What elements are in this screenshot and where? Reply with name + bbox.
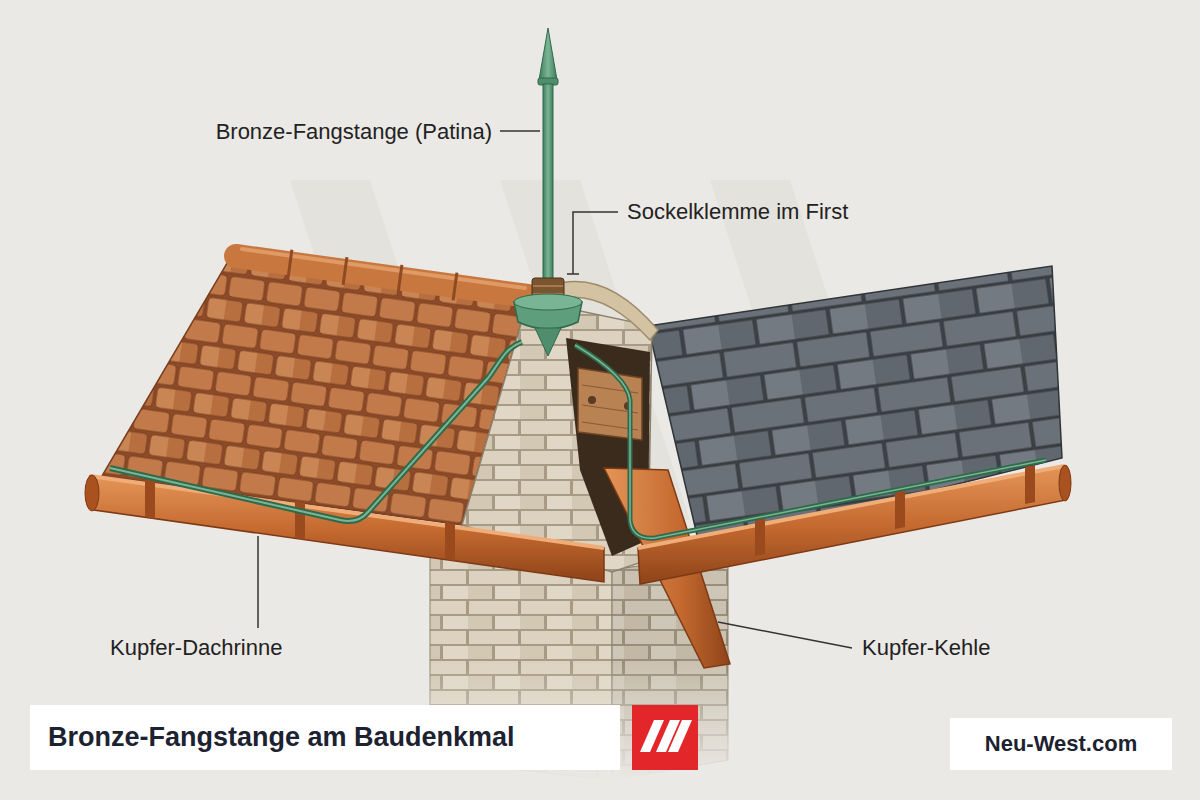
clamp-spike bbox=[535, 328, 561, 356]
copper-gutter bbox=[90, 476, 604, 582]
credit-box: Neu-West.com bbox=[950, 718, 1172, 770]
down-conductor bbox=[110, 342, 522, 521]
bolt bbox=[588, 396, 596, 404]
leader-line bbox=[257, 536, 259, 628]
title-text: Bronze-Fangstange am Baudenkmal bbox=[48, 722, 515, 753]
leader-line bbox=[567, 212, 618, 274]
gutter-end-cap bbox=[85, 475, 99, 511]
gutter-hangers bbox=[145, 480, 455, 561]
leader-line bbox=[718, 622, 852, 648]
rod-shaft bbox=[543, 84, 553, 284]
leader-lines bbox=[258, 131, 852, 648]
title-box: Bronze-Fangstange am Baudenkmal bbox=[30, 705, 620, 770]
part-label: Sockelklemme im First bbox=[627, 199, 848, 225]
logo-mark bbox=[640, 720, 692, 752]
ridge-cap-joints bbox=[288, 250, 457, 301]
collar-bands bbox=[533, 286, 563, 294]
gutter-lip bbox=[90, 476, 604, 548]
base-clamp-top bbox=[514, 294, 582, 310]
part-label: Kupfer-Dachrinne bbox=[110, 635, 282, 661]
part-label: Bronze-Fangstange (Patina) bbox=[216, 119, 492, 145]
ridge-cap-tiles bbox=[236, 256, 528, 296]
rod-tip bbox=[539, 28, 557, 80]
down-conductor-highlight bbox=[110, 342, 522, 521]
gutter-lip bbox=[638, 466, 1064, 548]
ridge-cap-highlight bbox=[242, 249, 525, 288]
down-conductor bbox=[575, 345, 1046, 538]
credit-text: Neu-West.com bbox=[985, 731, 1137, 757]
leader-line bbox=[500, 130, 540, 132]
gutter-end-cap bbox=[1059, 465, 1071, 501]
down-conductor-highlight bbox=[575, 345, 1046, 538]
logo-square bbox=[632, 705, 698, 770]
copper-gutter bbox=[638, 466, 1066, 584]
part-label: Kupfer-Kehle bbox=[862, 635, 990, 661]
